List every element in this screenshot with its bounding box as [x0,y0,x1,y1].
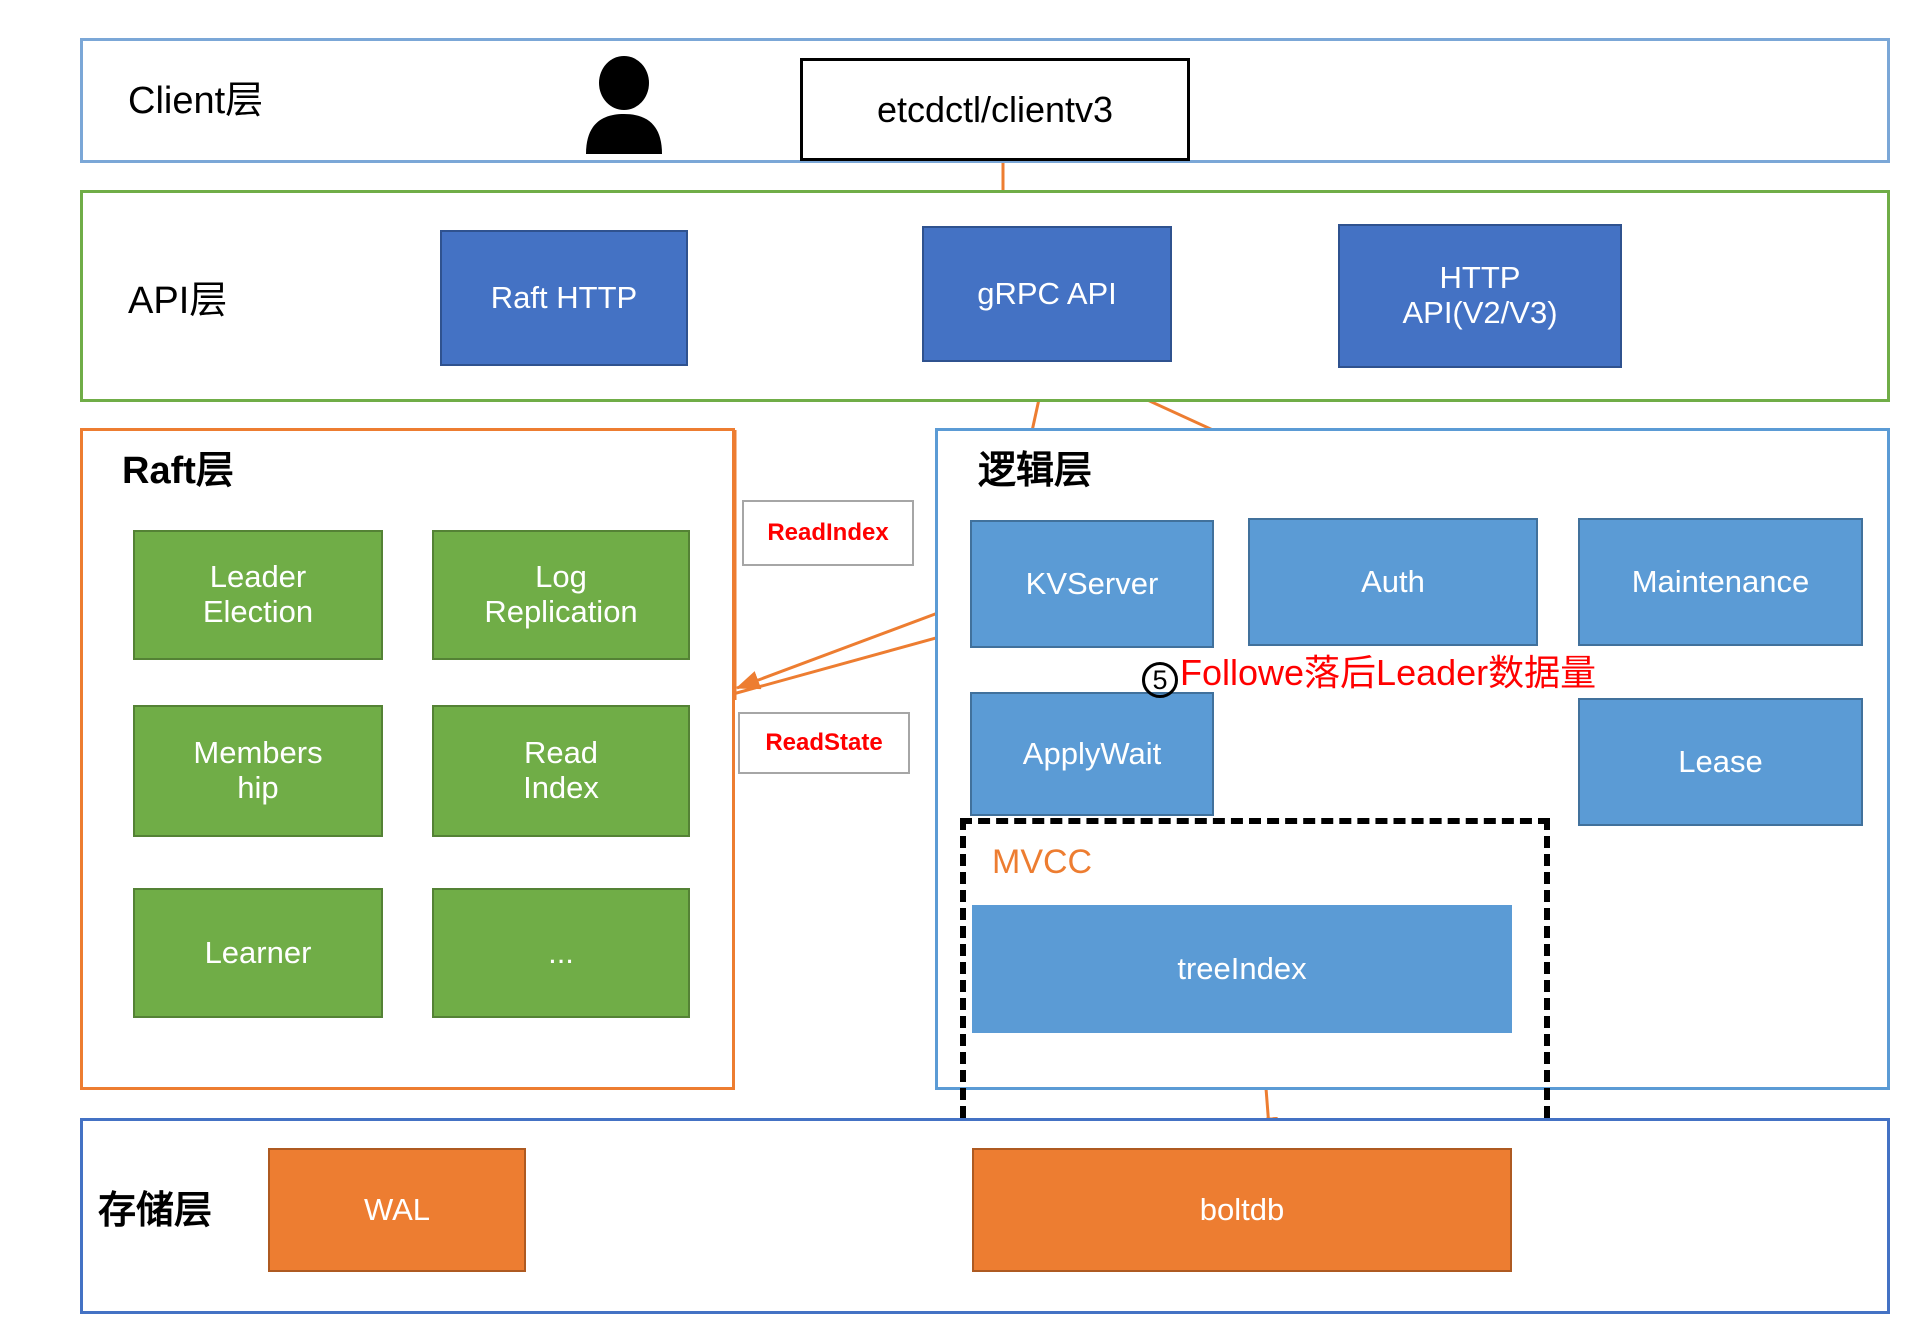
storage-box-wal[interactable]: WAL [268,1148,526,1272]
api-layer-title: API层 [128,280,228,322]
logic-box-kvserver[interactable]: KVServer [970,520,1214,648]
storage-box-boltdb[interactable]: boltdb [972,1148,1512,1272]
raft-box-ellipsis[interactable]: ... [432,888,690,1018]
client-layer-title: Client层 [128,80,264,122]
raft-layer-title: Raft层 [122,450,234,492]
user-icon [578,56,670,154]
raft-box-learner[interactable]: Learner [133,888,383,1018]
mvcc-label: MVCC [992,843,1093,881]
api-box-raft-http[interactable]: Raft HTTP [440,230,688,366]
annotation-text: Followe落后Leader数据量 [1180,652,1597,693]
storage-layer-title: 存储层 [98,1190,213,1232]
mvcc-box-treeindex[interactable]: treeIndex [972,905,1512,1033]
api-box-grpc-api[interactable]: gRPC API [922,226,1172,362]
etcdctl-client-box[interactable]: etcdctl/clientv3 [800,58,1190,161]
logic-box-auth[interactable]: Auth [1248,518,1538,646]
raft-box-log-replication[interactable]: Log Replication [432,530,690,660]
logic-box-maintenance[interactable]: Maintenance [1578,518,1863,646]
raft-box-membership[interactable]: Members hip [133,705,383,837]
api-box-http-api[interactable]: HTTP API(V2/V3) [1338,224,1622,368]
logic-box-lease[interactable]: Lease [1578,698,1863,826]
raft-box-read-index[interactable]: Read Index [432,705,690,837]
label-readstate: ReadState [738,712,910,774]
label-readindex: ReadIndex [742,500,914,566]
raft-box-leader-election[interactable]: Leader Election [133,530,383,660]
logic-layer-title: 逻辑层 [978,450,1093,492]
logic-box-applywait[interactable]: ApplyWait [970,692,1214,816]
annotation-number: 5 [1142,662,1178,698]
